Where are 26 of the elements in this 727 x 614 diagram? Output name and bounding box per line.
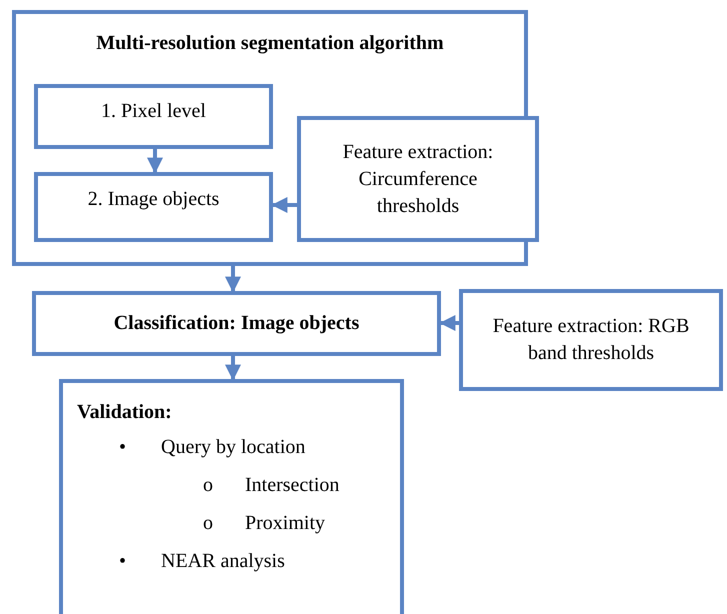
process-box bbox=[459, 289, 723, 391]
box-title: Multi-resolution segmentation algorithm bbox=[95, 31, 445, 56]
process-box bbox=[59, 379, 404, 614]
process-box bbox=[34, 172, 273, 242]
arrow bbox=[271, 197, 297, 213]
box-label: Feature extraction: Circumference thresholds bbox=[342, 140, 494, 218]
bullet: • bbox=[119, 435, 128, 460]
box-label: Classification: Image objects bbox=[114, 311, 360, 336]
arrow bbox=[439, 315, 459, 331]
list-item: Proximity bbox=[245, 511, 326, 536]
box-label: Feature extraction: RGB band thresholds bbox=[492, 314, 690, 366]
box-title: Validation: bbox=[77, 400, 173, 425]
box-label: 2. Image objects bbox=[88, 187, 220, 212]
list-item: Intersection bbox=[245, 473, 340, 498]
process-box bbox=[32, 291, 441, 356]
arrow bbox=[147, 149, 163, 174]
bullet: o bbox=[203, 511, 214, 536]
process-box bbox=[297, 116, 539, 242]
bullet: o bbox=[203, 473, 214, 498]
bullet: • bbox=[119, 549, 128, 574]
list-item: Query by location bbox=[161, 435, 306, 460]
process-box bbox=[34, 84, 273, 149]
arrow bbox=[225, 356, 241, 381]
arrow bbox=[225, 266, 241, 293]
box-label: 1. Pixel level bbox=[101, 99, 206, 124]
list-item: NEAR analysis bbox=[161, 549, 285, 574]
